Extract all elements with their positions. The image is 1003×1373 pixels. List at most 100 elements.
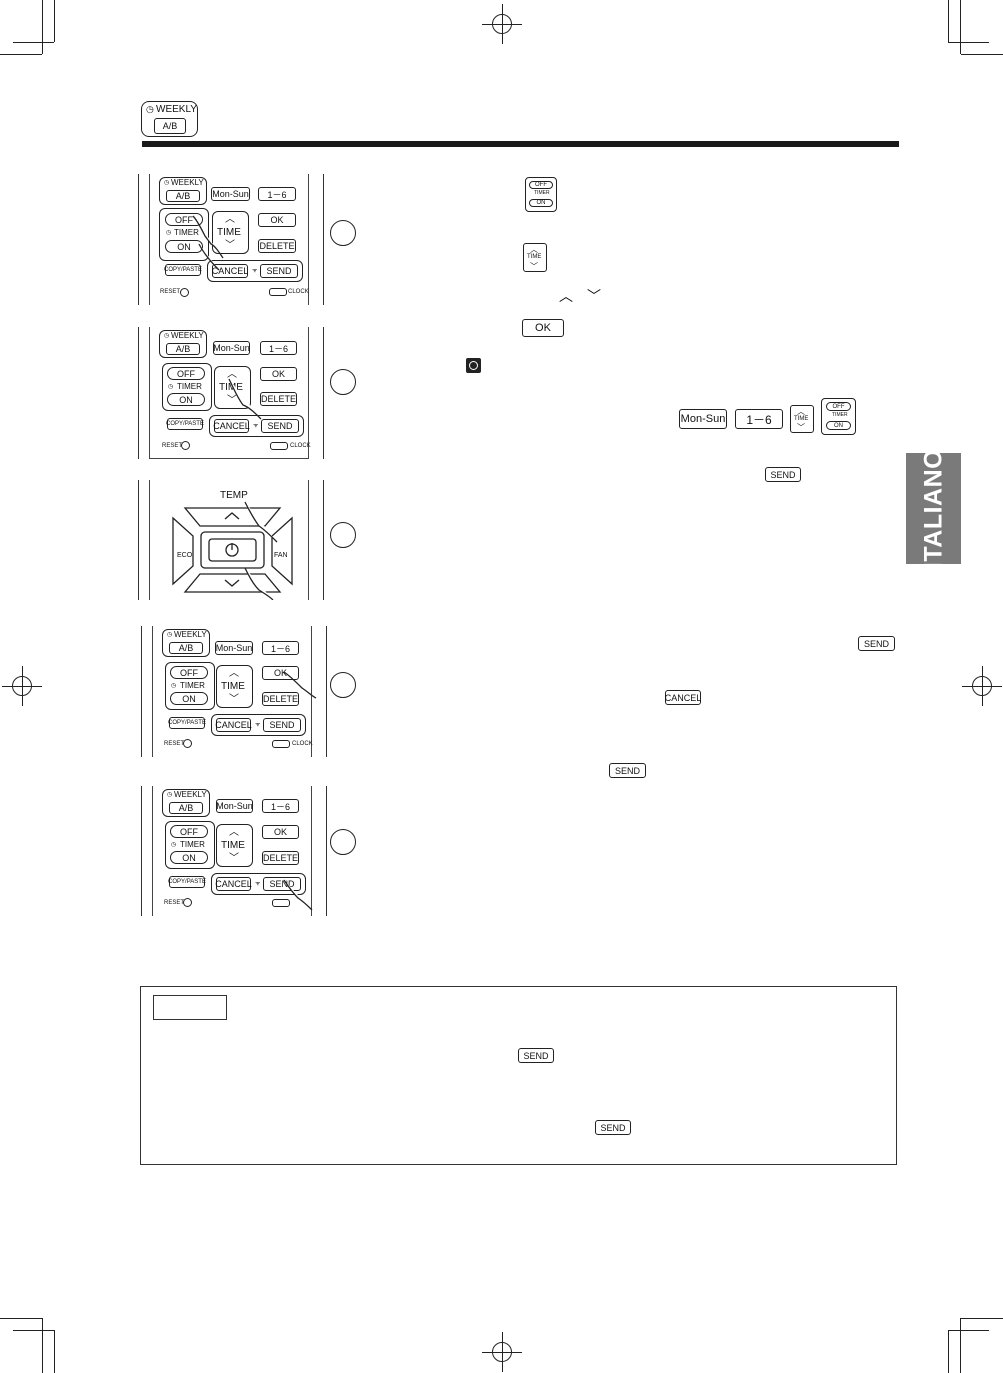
inline-time-icon: ︿ TIME ﹀: [790, 405, 814, 433]
ok-button[interactable]: OK: [262, 825, 299, 839]
crop-mark: [948, 1330, 989, 1331]
inline-off-timer-on-icon: OFF TIMER ON: [821, 398, 856, 435]
language-tab: ITALIANO: [906, 448, 961, 569]
mon-sun-button[interactable]: Mon-Sun: [216, 799, 253, 813]
inline-ok-icon: OK: [522, 319, 564, 337]
ok-button[interactable]: OK: [258, 213, 296, 227]
pointing-hand-icon: [283, 879, 313, 911]
remote-panel-step-1: ◷ WEEKLY A/B Mon-Sun 1－6 OFF TIMER ◷ ON …: [138, 174, 324, 305]
mon-sun-button[interactable]: Mon-Sun: [211, 187, 250, 201]
timer-group: OFF TIMER ◷ ON: [165, 662, 215, 710]
inline-send-icon: SEND: [609, 763, 646, 778]
copy-paste-button[interactable]: COPY/PASTE: [168, 717, 206, 729]
note-label-box: [153, 995, 227, 1020]
ab-button[interactable]: A/B: [166, 343, 200, 355]
clock-button[interactable]: [272, 740, 290, 748]
on-button[interactable]: ON: [167, 393, 205, 406]
delete-button[interactable]: DELETE: [262, 851, 299, 865]
ok-button[interactable]: OK: [260, 367, 297, 381]
mon-sun-button[interactable]: Mon-Sun: [215, 641, 253, 655]
remote-panel-step-3: TEMP ECO FAN: [138, 480, 324, 600]
weekly-ab-group: ◷ WEEKLY A/B: [159, 177, 207, 205]
step-5-marker: [330, 829, 356, 855]
off-button[interactable]: OFF: [170, 666, 208, 679]
cancel-button[interactable]: CANCEL: [215, 718, 252, 732]
temp-label: TEMP: [220, 490, 248, 501]
on-button[interactable]: ON: [170, 851, 208, 864]
registration-mark: [482, 1332, 522, 1372]
one-six-button[interactable]: 1－6: [262, 641, 299, 655]
ab-button[interactable]: A/B: [166, 190, 200, 202]
language-tab-label: ITALIANO: [919, 448, 947, 569]
send-button[interactable]: SEND: [263, 718, 301, 732]
inline-cancel-icon: CANCEL: [665, 690, 701, 705]
cancel-button[interactable]: CANCEL: [213, 419, 250, 433]
reset-button[interactable]: [183, 739, 192, 748]
section-rule: [142, 141, 899, 147]
pointing-hand-icon: [244, 567, 274, 600]
crop-mark: [960, 1318, 961, 1373]
inline-time-icon: ︿ TIME ﹀: [523, 243, 547, 272]
time-button[interactable]: ︿ TIME ﹀: [216, 824, 253, 867]
one-six-button[interactable]: 1－6: [260, 341, 297, 355]
cancel-send-group: CANCEL ᯤ SEND: [211, 873, 306, 895]
one-six-button[interactable]: 1－6: [258, 187, 296, 201]
chevron-down-icon: ﹀: [587, 288, 601, 304]
one-six-button[interactable]: 1－6: [262, 799, 299, 813]
step-1-marker: [330, 220, 356, 246]
inline-send-icon: SEND: [518, 1048, 554, 1063]
time-button[interactable]: ︿ TIME ﹀: [214, 366, 251, 409]
registration-mark: [962, 666, 1002, 706]
copy-paste-button[interactable]: COPY/PASTE: [168, 876, 206, 888]
crop-mark: [0, 54, 42, 55]
reset-button[interactable]: [183, 898, 192, 907]
ab-button[interactable]: A/B: [169, 642, 203, 654]
send-button[interactable]: SEND: [261, 419, 299, 433]
off-button[interactable]: OFF: [170, 825, 208, 838]
reset-label: RESET: [164, 900, 185, 906]
eco-label: ECO: [177, 552, 193, 559]
on-button[interactable]: ON: [165, 240, 203, 253]
registration-mark: [482, 4, 522, 44]
ab-button[interactable]: A/B: [169, 802, 203, 814]
reset-label: RESET: [160, 289, 181, 295]
on-button[interactable]: ON: [170, 692, 208, 705]
clock-button[interactable]: [270, 442, 288, 450]
weekly-ab-group: ◷ WEEKLY A/B: [159, 330, 207, 358]
copy-paste-button[interactable]: COPY/PASTE: [164, 264, 202, 276]
inline-mon-sun-icon: Mon-Sun: [679, 409, 727, 429]
header-weekly-label: WEEKLY: [156, 104, 197, 115]
weekly-ab-group: ◷ WEEKLY A/B: [162, 789, 210, 817]
note-box: [140, 986, 897, 1165]
crop-mark: [961, 1318, 1003, 1319]
timer-group: OFF TIMER ◷ ON: [162, 363, 212, 411]
time-button[interactable]: ︿ TIME ﹀: [216, 665, 253, 708]
crop-mark: [54, 1330, 55, 1373]
crop-mark: [960, 0, 961, 54]
reset-button[interactable]: [180, 288, 189, 297]
registration-mark: [2, 666, 42, 706]
cancel-button[interactable]: CANCEL: [215, 877, 252, 891]
copy-paste-button[interactable]: COPY/PASTE: [166, 418, 204, 430]
send-button[interactable]: SEND: [260, 264, 298, 278]
delete-button[interactable]: DELETE: [262, 692, 299, 706]
inline-send-icon: SEND: [765, 467, 801, 482]
clock-button[interactable]: [272, 899, 290, 907]
cancel-button[interactable]: CANCEL: [211, 264, 249, 278]
off-button[interactable]: OFF: [167, 367, 205, 380]
send-button[interactable]: SEND: [263, 877, 301, 891]
crop-mark: [42, 0, 43, 54]
clock-symbol-icon: [466, 358, 481, 373]
cancel-send-group: CANCEL ᯤ SEND: [211, 714, 306, 736]
delete-button[interactable]: DELETE: [258, 239, 296, 253]
reset-button[interactable]: [181, 441, 190, 450]
crop-mark: [0, 1318, 42, 1319]
delete-button[interactable]: DELETE: [260, 392, 297, 406]
step-2-marker: [330, 369, 356, 395]
time-button[interactable]: ︿ TIME ﹀: [212, 211, 249, 254]
clock-button[interactable]: [269, 288, 287, 296]
pointing-hand-icon: [283, 671, 317, 699]
remote-panel-step-5: ◷ WEEKLY A/B Mon-Sun 1－6 OFF TIMER ◷ ON …: [141, 786, 327, 916]
mon-sun-button[interactable]: Mon-Sun: [213, 341, 250, 355]
inline-one-six-icon: 1－6: [735, 409, 783, 429]
